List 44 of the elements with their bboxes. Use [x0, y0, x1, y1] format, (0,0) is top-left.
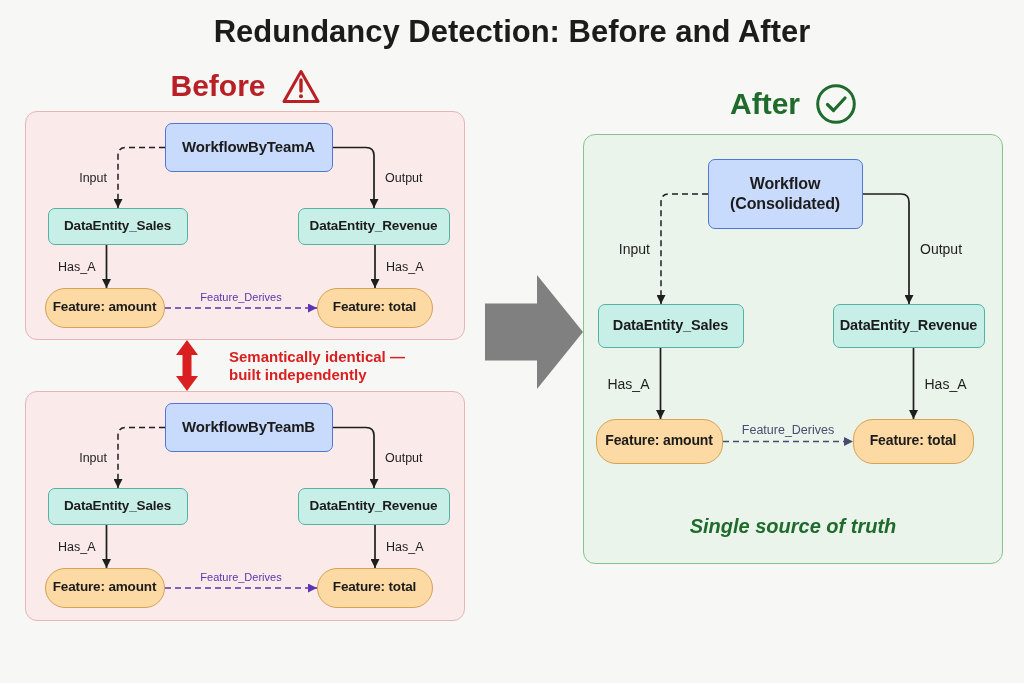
entity-box: DataEntity_Revenue [297, 207, 450, 245]
edge-label: Has_A [384, 539, 426, 554]
arrow [102, 244, 111, 289]
feature-pill: Feature: amount [44, 287, 165, 328]
section-heading: After [730, 86, 800, 122]
dashed-arrow [113, 426, 166, 489]
dashed-arrow [164, 303, 318, 313]
workflow-box: WorkflowByTeamB [164, 402, 333, 452]
arrow [332, 426, 379, 489]
dashed-arrow [164, 583, 318, 593]
entity-box: DataEntity_Revenue [297, 487, 450, 525]
edge-label: Output [383, 170, 425, 186]
feature-pill: Feature: total [316, 567, 433, 608]
dashed-arrow [113, 146, 166, 209]
feature-pill: Feature: total [316, 287, 433, 328]
block-arrow [485, 275, 583, 389]
arrow [370, 244, 380, 289]
arrow [656, 347, 665, 420]
workflow-box: Workflow (Consolidated) [707, 158, 863, 229]
dashed-arrow [656, 193, 709, 305]
edge-label: Feature_Derives [739, 422, 837, 437]
edge-label: Output [383, 450, 425, 466]
feature-pill: Feature: amount [44, 567, 165, 608]
entity-box: DataEntity_Sales [47, 487, 188, 525]
section-heading: Before [170, 68, 266, 104]
double-arrow [176, 340, 198, 391]
dashed-arrow [722, 437, 854, 446]
group-panel [25, 391, 465, 621]
entity-box: DataEntity_Sales [597, 303, 744, 348]
edge-label: Has_A [384, 259, 426, 274]
entity-box: DataEntity_Sales [47, 207, 188, 245]
feature-pill: Feature: amount [595, 418, 723, 464]
diagram-title: Redundancy Detection: Before and After [213, 13, 811, 51]
arrow [909, 347, 918, 420]
edge-label: Input [77, 450, 109, 466]
feature-pill: Feature: total [852, 418, 974, 464]
arrow [332, 146, 379, 209]
entity-box: DataEntity_Revenue [832, 303, 985, 348]
arrow [102, 524, 111, 569]
edge-label: Input [77, 170, 109, 186]
workflow-box: WorkflowByTeamA [164, 122, 333, 172]
arrow [862, 193, 914, 305]
arrow [370, 524, 380, 569]
panel-caption: Single source of truth [689, 514, 897, 539]
